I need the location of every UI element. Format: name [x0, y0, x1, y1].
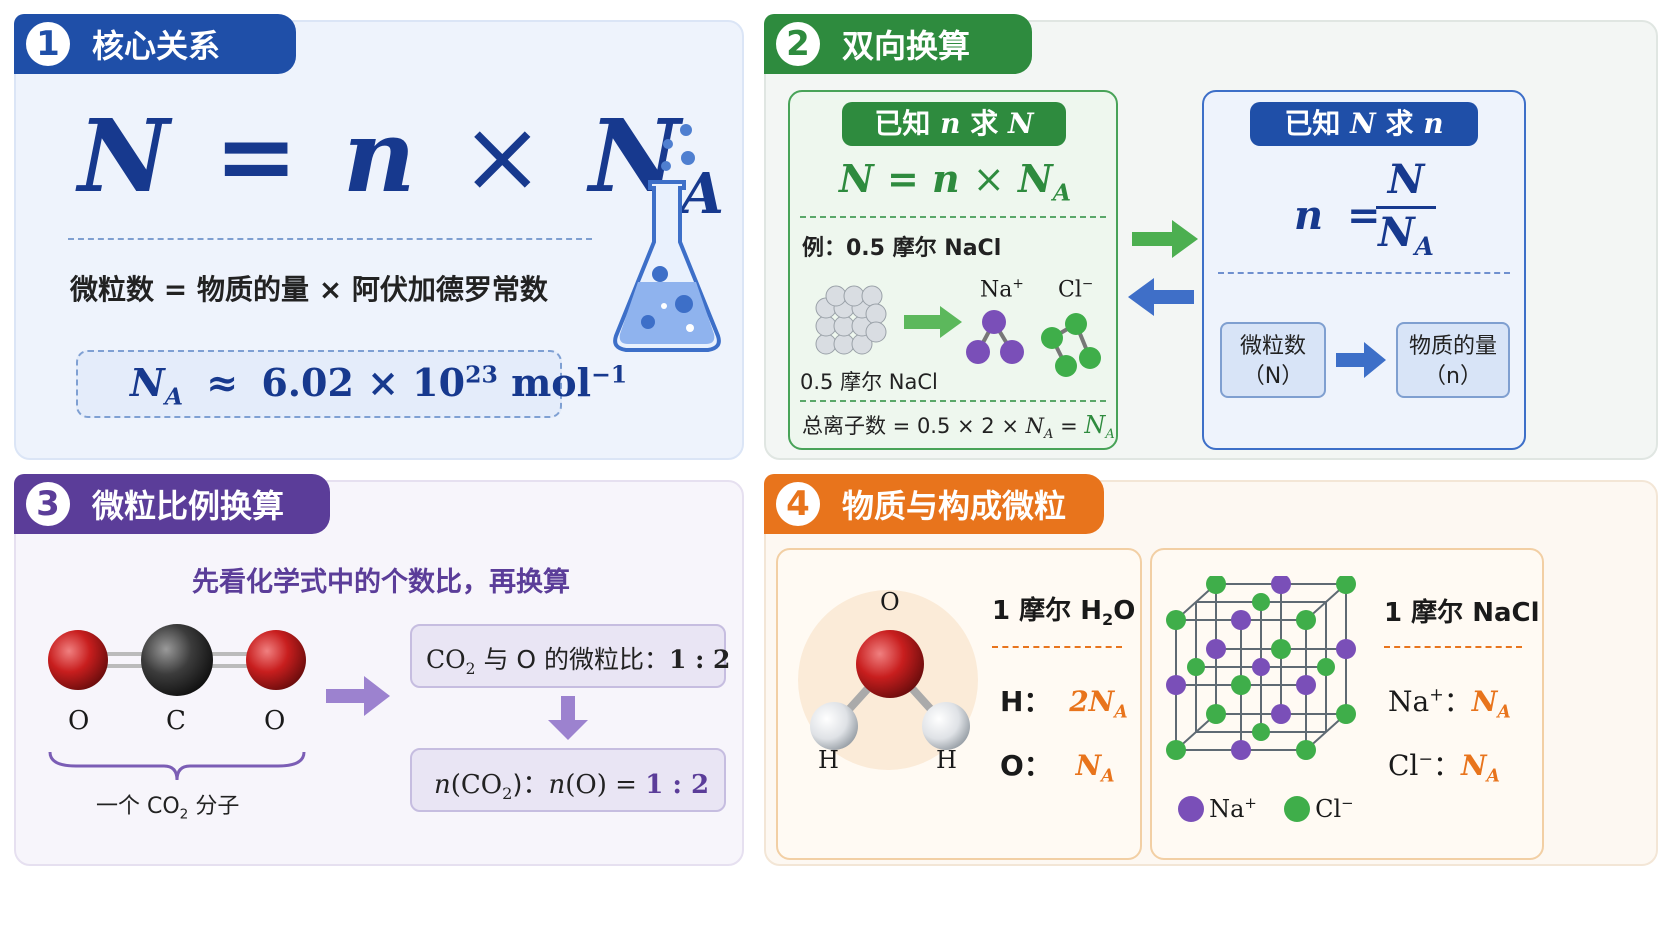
panel3-subtitle: 先看化学式中的个数比，再换算: [192, 567, 570, 598]
na-dot-icon: [1178, 795, 1204, 822]
divider: [68, 238, 592, 240]
na-label: Na+: [980, 276, 1024, 303]
water-row-o: O： NA: [1000, 749, 1115, 787]
atom-c: C: [166, 706, 186, 736]
formula-words: 微粒数 = 物质的量 × 阿伏加德罗常数: [70, 273, 548, 306]
nacl-cluster-icon: [815, 285, 887, 355]
constant-unit: mol: [511, 360, 592, 405]
card-left-formula: N = n × NA: [838, 156, 1071, 207]
constant-approx: ≈: [206, 360, 239, 405]
card-n-to-N-header: 已知 n 求 N: [842, 102, 1066, 146]
main-formula: N = n × NA: [78, 106, 724, 222]
blue-arrow-icon: [1336, 342, 1386, 378]
nacl-title: 1 摩尔 NaCl: [1384, 598, 1540, 628]
brace-icon: [48, 751, 306, 781]
down-arrow-icon: [548, 696, 588, 740]
constant-value: 6.02 × 10: [261, 360, 466, 405]
panel4-number: 4: [776, 482, 820, 526]
atom-o-left: O: [68, 706, 90, 736]
water-atom-h2: H: [936, 746, 957, 774]
nacl-row-cl: Cl−：NA: [1388, 749, 1501, 787]
constant-symbol-sub: A: [164, 382, 184, 411]
ratio-box-2: n(CO2)：n(O) = 1 : 2: [410, 748, 726, 812]
legend-na: Na+: [1178, 794, 1257, 823]
constant-symbol: N: [130, 360, 165, 405]
panel-substance-particles: 4 物质与构成微粒 O H H 1 摩尔 H2O H： 2NA O：: [764, 474, 1658, 866]
formula-times: ×: [460, 98, 545, 215]
example-label: 例：0.5 摩尔 NaCl: [802, 236, 1002, 261]
cube-label: 0.5 摩尔 NaCl: [800, 370, 938, 394]
ratio-box-1: CO2 与 O 的微粒比：1 : 2: [410, 624, 730, 688]
card-N-to-n-header: 已知 N 求 n: [1250, 102, 1478, 146]
panel2-number: 2: [776, 22, 820, 66]
panel3-header: 3 微粒比例换算: [14, 474, 330, 534]
panel1-number: 1: [26, 22, 70, 66]
flask-icon: [613, 124, 721, 352]
atom-o-right: O: [264, 706, 286, 736]
co2-molecule-icon: [48, 624, 306, 696]
cl-ions-icon: [1041, 313, 1101, 377]
panel-ratio-conversion: 3 微粒比例换算 先看化学式中的个数比，再换算 O C O 一个 CO2 分子 …: [14, 474, 744, 866]
legend-cl: Cl−: [1284, 794, 1354, 823]
panel3-title: 微粒比例换算: [92, 487, 285, 525]
formula-n: n: [342, 97, 416, 215]
constant-box: NA ≈ 6.02 × 1023 mol−1: [76, 350, 627, 418]
water-molecule-icon: [810, 630, 970, 750]
formula-N: N: [78, 97, 170, 215]
formula-NA-sub: A: [680, 161, 724, 227]
water-row-h: H： 2NA: [1000, 685, 1128, 723]
panel2-title: 双向换算: [842, 27, 971, 65]
total-ions: 总离子数 = 0.5 × 2 × NA = NA: [802, 411, 1115, 443]
cl-dot-icon: [1284, 795, 1310, 822]
nacl-card: Na+ Cl− 1 摩尔 NaCl Na+：NA Cl−：NA: [1150, 548, 1544, 860]
arrow-right-icon: [1132, 220, 1198, 258]
constant-unit-exp: −1: [591, 360, 628, 389]
purple-arrow-icon: [326, 676, 390, 716]
card-right-fraction: N NA: [1376, 160, 1436, 260]
nacl-lattice-icon: [1166, 576, 1356, 760]
card-N-to-n: 已知 N 求 n n = N NA 微粒数 （N） 物质的量 （n）: [1202, 90, 1526, 450]
box-particle-count: 微粒数 （N）: [1220, 322, 1326, 398]
green-arrow-icon: [904, 306, 962, 338]
panel3-number: 3: [26, 482, 70, 526]
panel1-title: 核心关系: [92, 27, 221, 65]
water-card: O H H 1 摩尔 H2O H： 2NA O： NA: [776, 548, 1142, 860]
panel4-header: 4 物质与构成微粒: [764, 474, 1104, 534]
brace-label: 一个 CO2 分子: [96, 794, 240, 823]
panel2-header: 2 双向换算: [764, 14, 1032, 74]
constant-exp: 23: [465, 360, 498, 389]
arrow-left-icon: [1128, 278, 1194, 316]
panel-core-relation: 1 核心关系 N = n × NA 微粒数 = 物质的量 × 阿伏加德罗常数 N…: [14, 14, 744, 460]
box-amount: 物质的量 （n）: [1396, 322, 1510, 398]
cl-label: Cl−: [1058, 276, 1094, 303]
formula-eq: =: [214, 97, 299, 215]
panel1-header: 1 核心关系: [14, 14, 296, 74]
card-right-formula-n: n =: [1294, 192, 1381, 239]
na-ions-icon: [966, 310, 1024, 364]
water-atom-o: O: [880, 588, 900, 616]
water-atom-h1: H: [818, 746, 839, 774]
nacl-row-na: Na+：NA: [1388, 685, 1511, 723]
panel-two-way-conversion: 2 双向换算 已知 n 求 N N = n × NA 例：0.5 摩尔 NaCl: [764, 14, 1658, 460]
water-title: 1 摩尔 H2O: [992, 596, 1136, 630]
card-n-to-N: 已知 n 求 N N = n × NA 例：0.5 摩尔 NaCl 0.5 摩尔…: [788, 90, 1118, 450]
panel4-title: 物质与构成微粒: [842, 487, 1067, 525]
